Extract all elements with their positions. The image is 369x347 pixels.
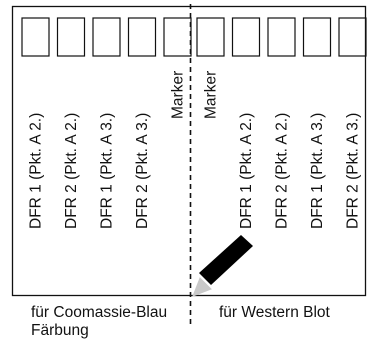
lane-label-right-5: DFR 2 (Pkt. A 3.) bbox=[345, 113, 362, 229]
well-left-4 bbox=[127, 17, 157, 57]
wells bbox=[21, 17, 367, 57]
well-left-2 bbox=[56, 17, 86, 57]
well-right-4 bbox=[302, 17, 332, 57]
scalpel-handle bbox=[199, 235, 253, 285]
well-left-1 bbox=[21, 17, 50, 57]
gel-outline bbox=[11, 5, 367, 297]
lane-label-left-3: DFR 1 (Pkt. A 3.) bbox=[99, 113, 116, 229]
lane-label-left-4: DFR 2 (Pkt. A 3.) bbox=[134, 113, 151, 229]
lane-label-right-4: DFR 1 (Pkt. A 3.) bbox=[309, 113, 326, 229]
well-left-5 bbox=[163, 17, 192, 57]
lane-labels: DFR 1 (Pkt. A 2.) DFR 2 (Pkt. A 2.) DFR 1 … bbox=[28, 71, 362, 229]
scalpel-icon bbox=[192, 235, 253, 297]
lane-label-right-1: Marker bbox=[203, 71, 220, 119]
caption-coomassie: für Coomassie-Blau Färbung bbox=[31, 304, 167, 340]
caption-coomassie-line1: für Coomassie-Blau bbox=[31, 304, 168, 321]
well-right-3 bbox=[267, 17, 296, 57]
well-right-2 bbox=[231, 17, 261, 57]
lane-label-left-1: DFR 1 (Pkt. A 2.) bbox=[28, 113, 45, 229]
lane-label-left-5: Marker bbox=[170, 71, 187, 119]
caption-coomassie-line2: Färbung bbox=[31, 322, 89, 339]
caption-western-blot: für Western Blot bbox=[219, 304, 330, 321]
well-left-3 bbox=[92, 17, 121, 57]
lane-label-right-3: DFR 2 (Pkt. A 2.) bbox=[274, 113, 291, 229]
well-right-5 bbox=[338, 17, 367, 57]
lane-label-right-2: DFR 1 (Pkt. A 2.) bbox=[238, 113, 255, 229]
scalpel-blade bbox=[192, 277, 212, 297]
lane-label-left-2: DFR 2 (Pkt. A 2.) bbox=[63, 113, 80, 229]
well-right-1 bbox=[196, 17, 225, 57]
